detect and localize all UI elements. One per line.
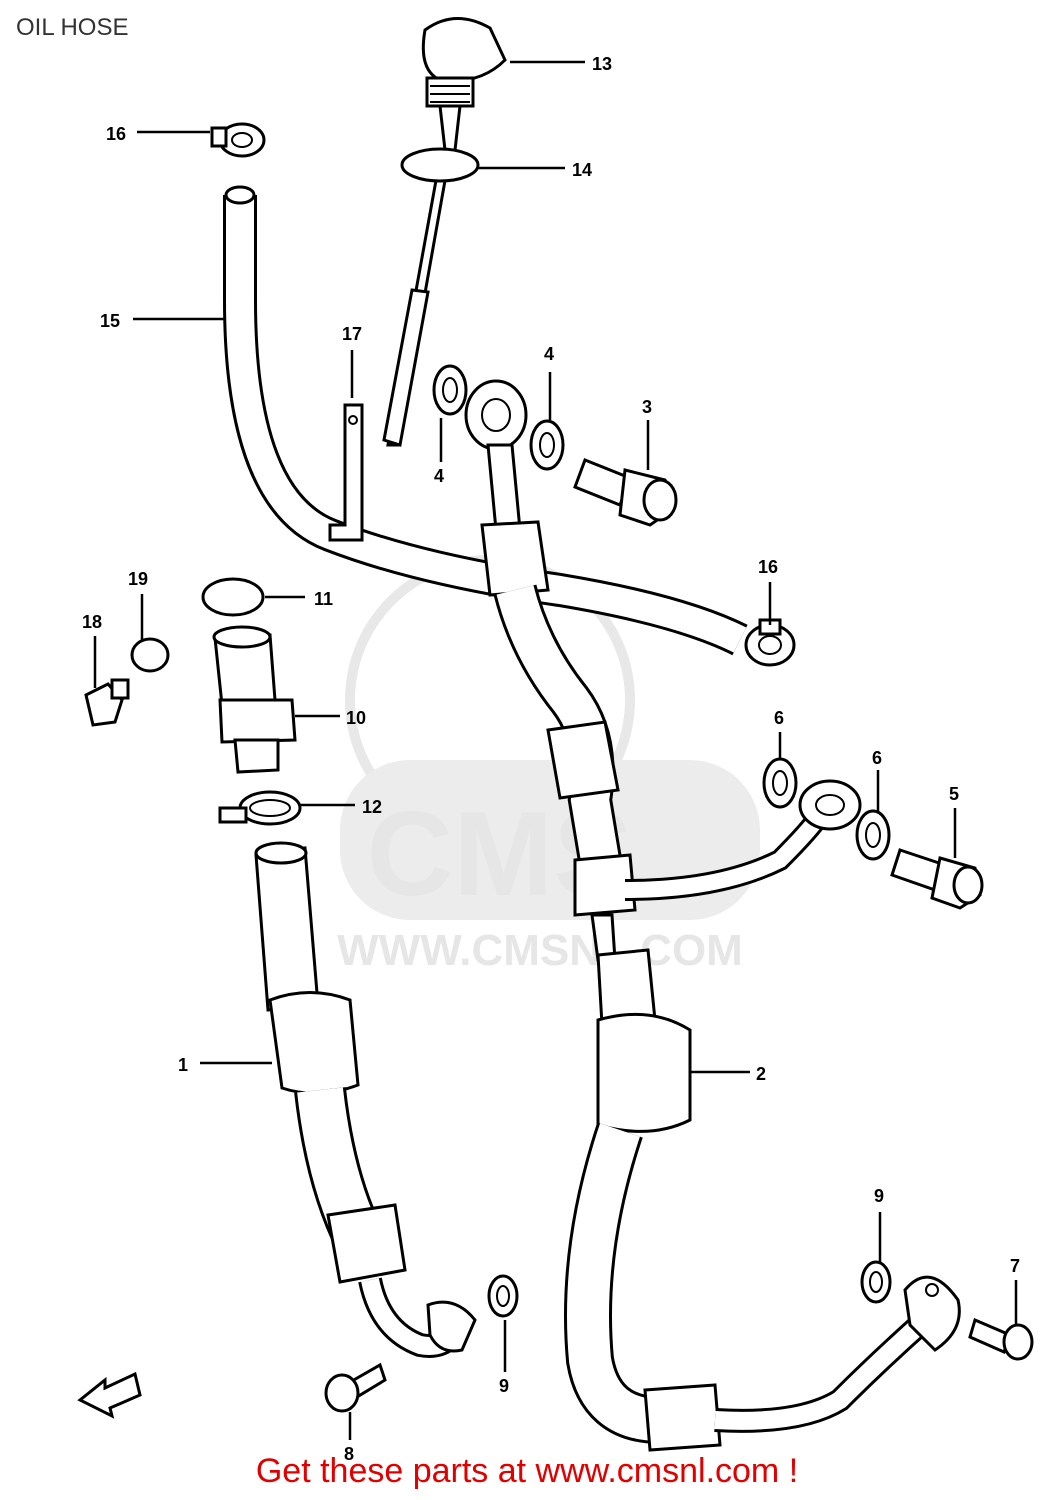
front-arrow-icon: [77, 1371, 142, 1419]
bolt-8: [324, 1362, 387, 1413]
page-title: OIL HOSE: [16, 14, 129, 41]
callout-18: 18: [82, 612, 102, 632]
breather-hose: [223, 185, 748, 656]
callout-9-right: 9: [874, 1186, 884, 1206]
washer-9-left: [487, 1274, 519, 1318]
o-ring-11: [201, 577, 265, 617]
oil-hose-1: [254, 841, 477, 1358]
callout-9-left: 9: [499, 1376, 509, 1396]
callout-7: 7: [1010, 1256, 1020, 1276]
leader-lines: [93, 60, 1018, 1440]
callout-2: 2: [756, 1064, 766, 1084]
hose-clamp-right: [744, 618, 796, 667]
callout-labels: 13 14 16 15 17 4 4 3 16 11 19 18 10 12 6…: [82, 54, 1020, 1464]
callout-8: 8: [344, 1444, 354, 1464]
callout-10: 10: [346, 708, 366, 728]
callout-6-left: 6: [774, 708, 784, 728]
washer-left: [432, 364, 468, 416]
callout-4-left: 4: [434, 466, 444, 486]
drain-plug: [84, 678, 130, 727]
callout-16-right: 16: [758, 557, 778, 577]
callout-19: 19: [128, 569, 148, 589]
callout-4-right: 4: [544, 344, 554, 364]
bolt-7: [968, 1317, 1034, 1361]
washer-right: [529, 419, 565, 471]
hose-bracket: [328, 403, 364, 542]
hose-clamp-top: [210, 122, 266, 158]
callout-5: 5: [949, 784, 959, 804]
callout-15: 15: [100, 311, 120, 331]
callout-3: 3: [642, 397, 652, 417]
washer-19: [130, 637, 170, 673]
union-bolt-lower: [890, 848, 984, 910]
callout-6-right: 6: [872, 748, 882, 768]
callout-11: 11: [314, 589, 333, 609]
callout-17: 17: [342, 324, 362, 344]
union-bolt-upper: [573, 458, 678, 527]
footer-cta[interactable]: Get these parts at www.cmsnl.com !: [255, 1452, 799, 1490]
callout-14: 14: [572, 160, 592, 180]
union-fitting: [212, 625, 297, 774]
washer-9-right: [860, 1260, 892, 1304]
washer-6-left: [762, 757, 798, 809]
callout-12: 12: [362, 797, 382, 817]
watermark-url: WWW.CMSNL.COM: [337, 926, 743, 975]
callout-16-top: 16: [106, 124, 126, 144]
callout-1: 1: [178, 1055, 188, 1075]
washer-6-right: [855, 809, 891, 861]
oil-filler-cap: [382, 17, 507, 447]
callout-13: 13: [592, 54, 612, 74]
o-ring: [400, 147, 480, 183]
oil-hose-2: [464, 379, 961, 1452]
hose-clamp-12: [218, 790, 302, 826]
